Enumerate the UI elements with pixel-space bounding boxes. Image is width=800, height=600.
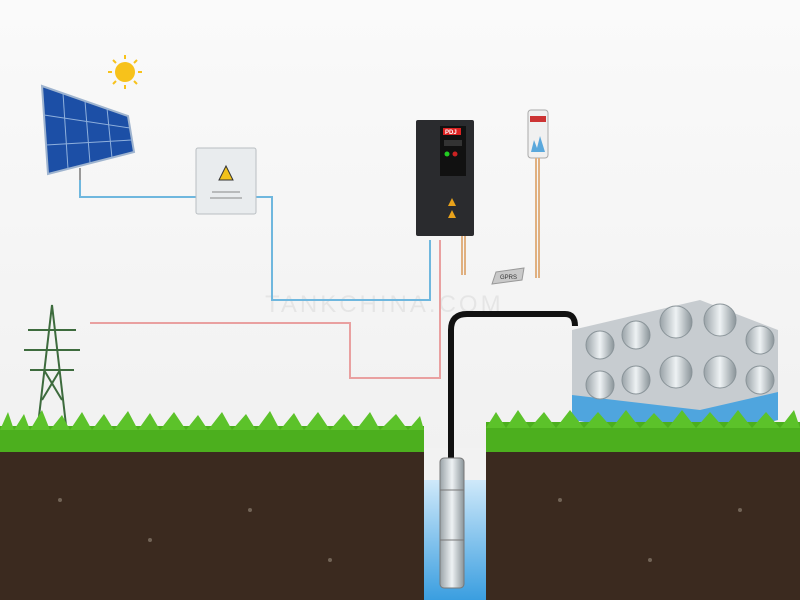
water-pipe: [448, 311, 578, 460]
submersible-pump: [439, 457, 465, 589]
soil-left: [0, 448, 424, 600]
grass: [0, 410, 800, 452]
pump-inverter: PDJ: [416, 120, 474, 236]
warning-icon: [448, 198, 456, 206]
smartphone: [527, 109, 549, 159]
inverter-badge: PDJ: [445, 130, 457, 136]
warning-icon: [218, 164, 234, 181]
sun-icon: [108, 55, 142, 89]
gprs-label: GPRS: [500, 275, 517, 281]
signal-cable: [461, 158, 540, 278]
soil-right: [486, 448, 800, 600]
warning-icon: [448, 210, 456, 218]
gprs-module: GPRS: [491, 267, 525, 285]
power-tower: [24, 304, 80, 426]
dc-cable: [79, 180, 431, 301]
combiner-box: [195, 147, 257, 215]
solar-panel: [40, 84, 136, 196]
ac-cable: [90, 240, 441, 379]
